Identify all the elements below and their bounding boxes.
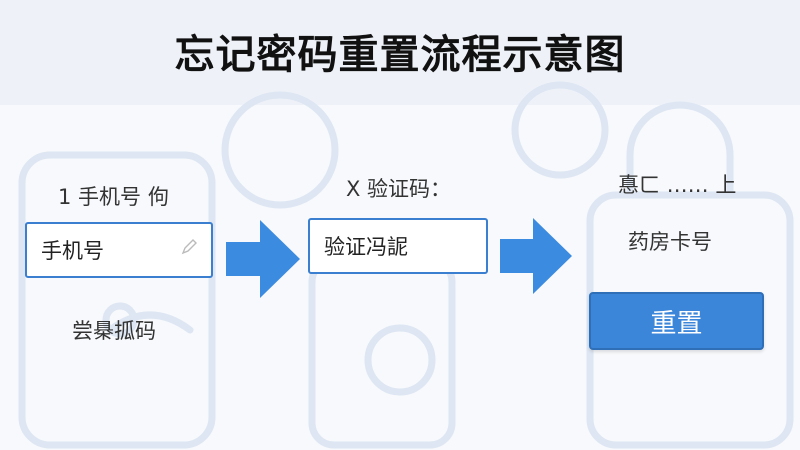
step1-label: 1 手机号 佝 [58, 185, 169, 209]
phone-input[interactable]: 手机号 [25, 222, 213, 278]
arrow-right-icon [226, 220, 300, 298]
arrow-right-icon [500, 218, 572, 294]
phone-input-value: 手机号 [41, 239, 104, 263]
phone-outline-icon [18, 151, 216, 449]
step1-sub-label: 尝㮂㧓码 [72, 319, 156, 343]
step2-label: X 验证码： [346, 177, 452, 201]
reset-button[interactable]: 重置 [589, 292, 764, 350]
page-title: 忘记密码重置流程示意图 [174, 32, 626, 78]
verification-code-input[interactable]: 验证冯䛏 [308, 218, 488, 274]
step3-label: 惪ㄈ …… 上 [618, 173, 737, 197]
header-band [0, 0, 800, 105]
pencil-icon [181, 239, 197, 255]
verification-code-value: 验证冯䛏 [324, 235, 408, 259]
step3-sub-label: 药房卡号 [628, 230, 712, 254]
